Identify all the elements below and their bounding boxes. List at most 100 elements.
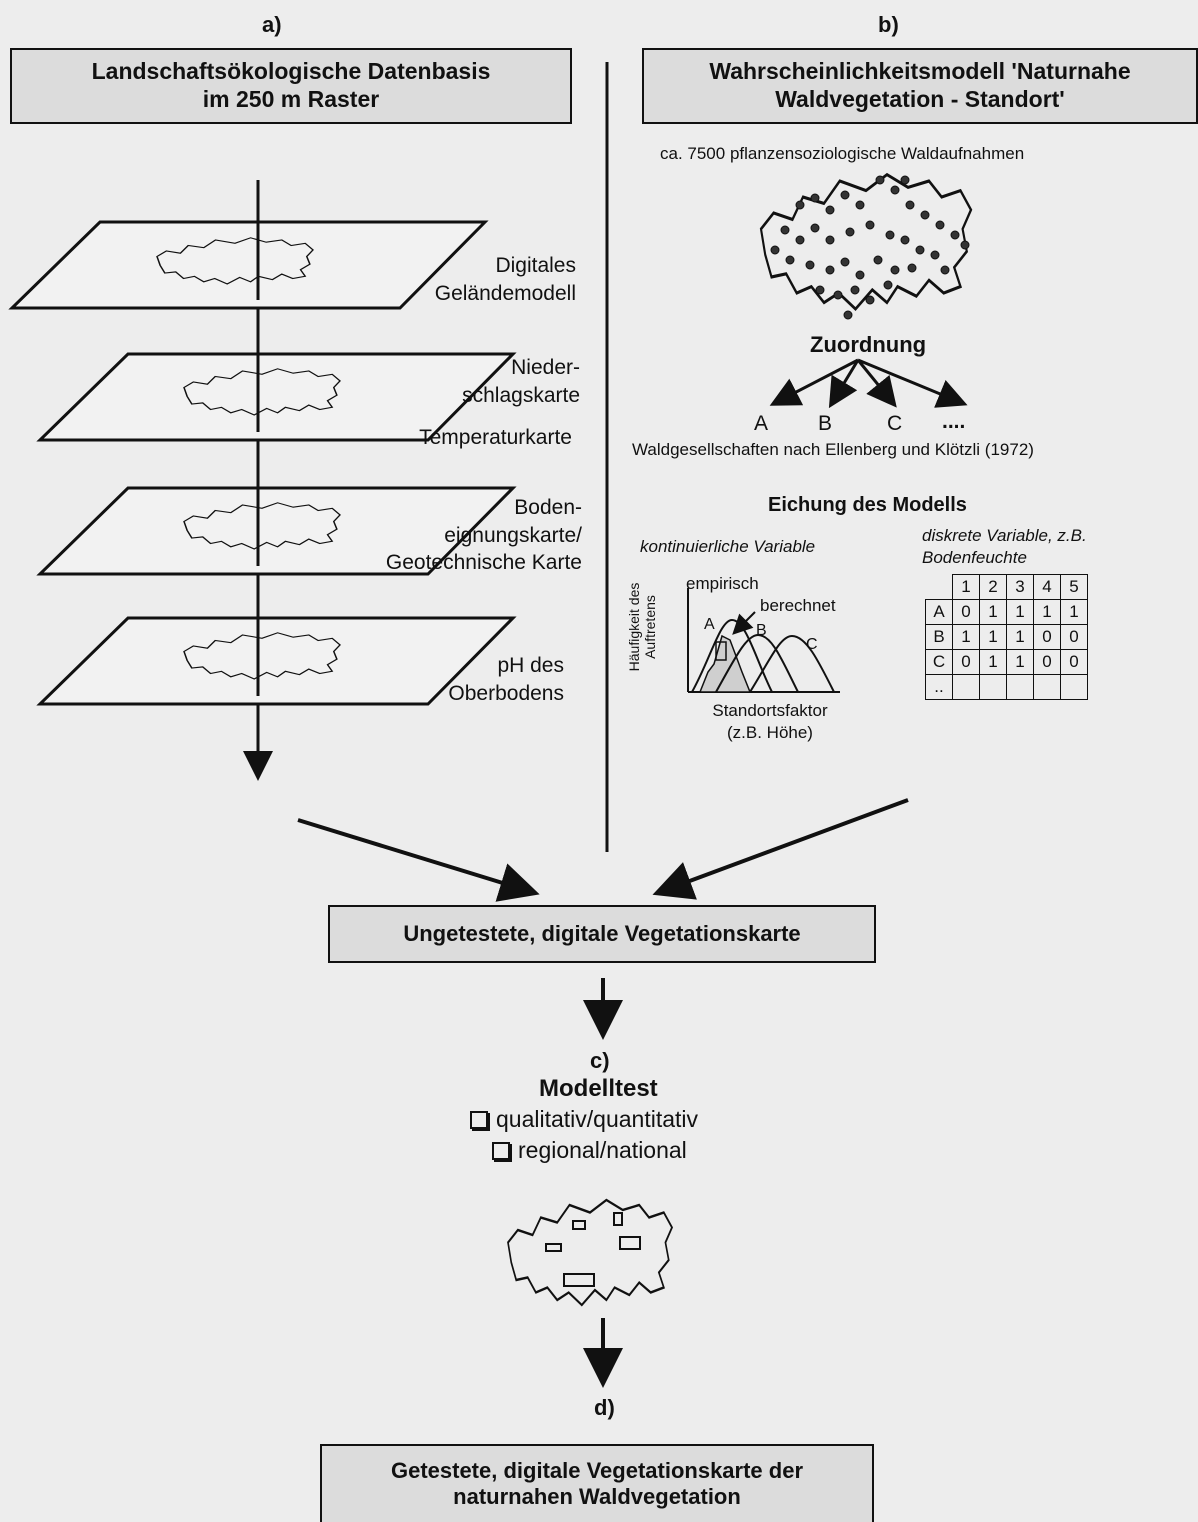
- label-a: a): [262, 12, 282, 37]
- label-b: b): [878, 12, 899, 37]
- calibration-title: Eichung des Modells: [768, 494, 967, 516]
- table-cell: [1060, 674, 1088, 700]
- table-cell: 1: [1033, 599, 1061, 625]
- x-axis-label: Standortsfaktor(z.B. Höhe): [690, 700, 850, 744]
- table-cell: 0: [1060, 624, 1088, 650]
- discrete-line2: Bodenfeuchte: [922, 548, 1027, 568]
- table-cell: 0: [1033, 624, 1061, 650]
- layer-label-soil-2: eignungskarte/: [444, 523, 582, 547]
- model-test-title: Modelltest: [539, 1075, 658, 1102]
- survey-map: [759, 173, 973, 320]
- box-tested-line1: Getestete, digitale Vegetationskarte der: [390, 1457, 804, 1483]
- table-row: B 1 1 1 0 0: [925, 624, 1088, 650]
- table-cell: 0: [952, 599, 980, 625]
- table-header-cell: 1: [952, 574, 980, 600]
- test-regions-map: [506, 1198, 674, 1307]
- curve-label-empirical: empirisch: [686, 574, 759, 593]
- class-a: A: [754, 412, 769, 435]
- box-tested-map: Getestete, digitale Vegetationskarte der…: [320, 1444, 874, 1522]
- test-item-qualitative: qualitativ/quantitativ: [470, 1106, 698, 1133]
- y-axis-line1: Häufigkeit des: [626, 582, 642, 672]
- layer-label-soil-3: Geotechnische Karte: [385, 551, 582, 575]
- layer-label-precip-1: Nieder-: [511, 356, 580, 379]
- table-cell: 1: [979, 599, 1007, 625]
- box-tested-line2: naturnahen Waldvegetation: [453, 1484, 741, 1509]
- assignment-label: Zuordnung: [810, 332, 927, 357]
- x-axis-line2: (z.B. Höhe): [727, 722, 813, 742]
- checkbox-icon: [492, 1141, 510, 1160]
- box-data-base-line2: im 250 m Raster: [202, 86, 380, 112]
- layer-label-soil-1: Boden-: [514, 496, 582, 519]
- table-corner: [926, 575, 953, 600]
- table-cell: 1: [1006, 624, 1034, 650]
- table-cell: 1: [952, 624, 980, 650]
- label-d: d): [594, 1395, 615, 1420]
- curve-c-label: C: [806, 636, 818, 653]
- discrete-variable-label: diskrete Variable, z.B. Bodenfeuchte: [922, 525, 1087, 569]
- table-header-cell: 5: [1060, 574, 1088, 600]
- layer-label-soil: Boden-eignungskarte/Geotechnische Karte: [340, 494, 582, 577]
- table-cell: [979, 674, 1007, 700]
- layer-label-ph-2: Oberbodens: [448, 681, 564, 705]
- box-model-line1: Wahrscheinlichkeitsmodell 'Naturnahe: [709, 58, 1131, 85]
- discrete-line1: diskrete Variable, z.B.: [922, 526, 1087, 545]
- table-cell: 1: [1006, 649, 1034, 675]
- layer-plane-3: [36, 486, 517, 576]
- layer-label-precip-2: schlagskarte: [462, 383, 580, 407]
- survey-caption: ca. 7500 pflanzensoziologische Waldaufna…: [660, 144, 1025, 163]
- table-cell: 0: [952, 649, 980, 675]
- table-header-row: 1 2 3 4 5: [926, 574, 1088, 600]
- assignment-arrows: [769, 358, 968, 409]
- continuous-variable-label: kontinuierliche Variable: [640, 537, 816, 556]
- curve-label-computed: berechnet: [760, 596, 836, 615]
- layer-label-dem-1: Digitales: [495, 254, 576, 277]
- discrete-variable-table: 1 2 3 4 5 A 0 1 1 1 1 B 1 1 1 0 0 C 0 1 …: [925, 574, 1088, 700]
- label-c: c): [590, 1048, 610, 1073]
- table-row: ..: [925, 674, 1088, 700]
- layer-label-ph-1: pH des: [497, 654, 564, 677]
- y-axis-line2: Auftretens: [642, 595, 659, 659]
- layer-plane-1: [8, 220, 489, 310]
- frequency-curve-chart: [687, 588, 840, 693]
- table-cell: 0: [1033, 649, 1061, 675]
- arrow-left-to-untested: [297, 818, 540, 902]
- row-label: ..: [925, 674, 953, 700]
- class-more: ....: [942, 410, 966, 433]
- table-row: A 0 1 1 1 1: [925, 599, 1088, 625]
- table-cell: 1: [979, 624, 1007, 650]
- test-item-regional-text: regional/national: [518, 1137, 687, 1163]
- table-header-cell: 4: [1033, 574, 1061, 600]
- test-item-qualitative-text: qualitativ/quantitativ: [496, 1106, 699, 1132]
- table-cell: [952, 674, 980, 700]
- layer-plane-4: [36, 616, 517, 706]
- row-label: C: [925, 649, 953, 675]
- table-cell: 1: [1060, 599, 1088, 625]
- table-cell: 0: [1060, 649, 1088, 675]
- communities-caption: Waldgesellschaften nach Ellenberg und Kl…: [632, 440, 1034, 459]
- layer-label-dem-2: Geländemodell: [434, 281, 576, 305]
- curve-b-label: B: [756, 622, 767, 639]
- class-c: C: [887, 412, 903, 435]
- box-untested-map: Ungetestete, digitale Vegetationskarte: [328, 905, 876, 963]
- table-header-cell: 2: [979, 574, 1007, 600]
- test-item-regional: regional/national: [492, 1137, 687, 1164]
- table-row: C 0 1 1 0 0: [925, 649, 1088, 675]
- table-cell: [1006, 674, 1034, 700]
- table-cell: 1: [979, 649, 1007, 675]
- row-label: A: [925, 599, 953, 625]
- layer-label-temperature: Temperaturkarte: [419, 426, 572, 449]
- checkbox-icon: [470, 1110, 488, 1129]
- box-data-base-line1: Landschaftsökologische Datenbasis: [91, 58, 491, 85]
- layer-plane-2: [36, 352, 517, 442]
- row-label: B: [925, 624, 953, 650]
- table-cell: 1: [1006, 599, 1034, 625]
- arrow-right-to-untested: [652, 798, 909, 900]
- table-header-cell: 3: [1006, 574, 1034, 600]
- table-cell: [1033, 674, 1061, 700]
